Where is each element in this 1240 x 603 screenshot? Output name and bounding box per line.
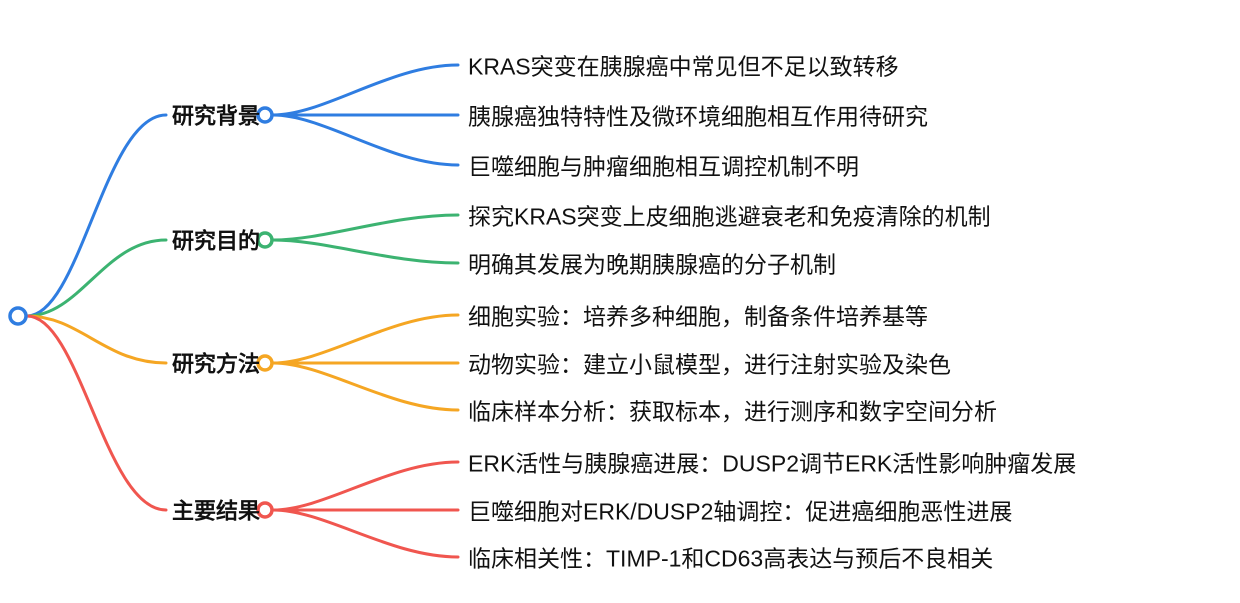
leaf-label[interactable]: 巨噬细胞与肿瘤细胞相互调控机制不明 bbox=[468, 153, 859, 180]
branch-label-results[interactable]: 主要结果 bbox=[172, 498, 261, 524]
branch-node-circle-1[interactable] bbox=[256, 231, 274, 249]
leaf-label[interactable]: KRAS突变在胰腺癌中常见但不足以致转移 bbox=[468, 53, 899, 80]
connector-root-branch-3 bbox=[25, 314, 168, 512]
leaf-label[interactable]: 胰腺癌独特特性及微环境细胞相互作用待研究 bbox=[468, 103, 928, 130]
leaf-label[interactable]: 探究KRAS突变上皮细胞逃避衰老和免疫清除的机制 bbox=[468, 203, 991, 230]
leaf-label[interactable]: 临床样本分析：获取标本，进行测序和数字空间分析 bbox=[468, 398, 997, 425]
leaf-label[interactable]: 巨噬细胞对ERK/DUSP2轴调控：促进癌细胞恶性进展 bbox=[468, 498, 1013, 525]
connector-branch1-leaf1 bbox=[271, 238, 460, 265]
connector-branch1-leaf0 bbox=[271, 213, 460, 242]
branch-node-circle-0[interactable] bbox=[256, 106, 274, 124]
branch-label-background[interactable]: 研究背景 bbox=[172, 103, 261, 129]
connector-branch0-leaf2 bbox=[271, 113, 460, 167]
branch-node-circle-2[interactable] bbox=[256, 354, 274, 372]
leaf-label[interactable]: 临床相关性：TIMP-1和CD63高表达与预后不良相关 bbox=[468, 545, 994, 572]
branch-label-methods[interactable]: 研究方法 bbox=[172, 351, 261, 377]
leaf-label[interactable]: ERK活性与胰腺癌进展：DUSP2调节ERK活性影响肿瘤发展 bbox=[468, 450, 1077, 477]
connector-branch3-leaf0 bbox=[271, 460, 460, 512]
connector-root-branch-0 bbox=[25, 113, 168, 318]
leaf-label[interactable]: 动物实验：建立小鼠模型，进行注射实验及染色 bbox=[468, 351, 951, 378]
connector-root-branch-1 bbox=[25, 238, 168, 318]
branch-node-circle-3[interactable] bbox=[256, 501, 274, 519]
root-node-circle[interactable] bbox=[8, 306, 28, 326]
branch-label-purpose[interactable]: 研究目的 bbox=[172, 228, 261, 254]
leaf-label[interactable]: 细胞实验：培养多种细胞，制备条件培养基等 bbox=[468, 303, 928, 330]
connector-root-branch-2 bbox=[25, 314, 168, 365]
connector-branch2-leaf0 bbox=[271, 313, 460, 365]
leaf-label[interactable]: 明确其发展为晚期胰腺癌的分子机制 bbox=[468, 251, 836, 278]
connector-branch3-leaf2 bbox=[271, 508, 460, 559]
connector-branch2-leaf2 bbox=[271, 361, 460, 412]
connector-branch0-leaf0 bbox=[271, 63, 460, 117]
